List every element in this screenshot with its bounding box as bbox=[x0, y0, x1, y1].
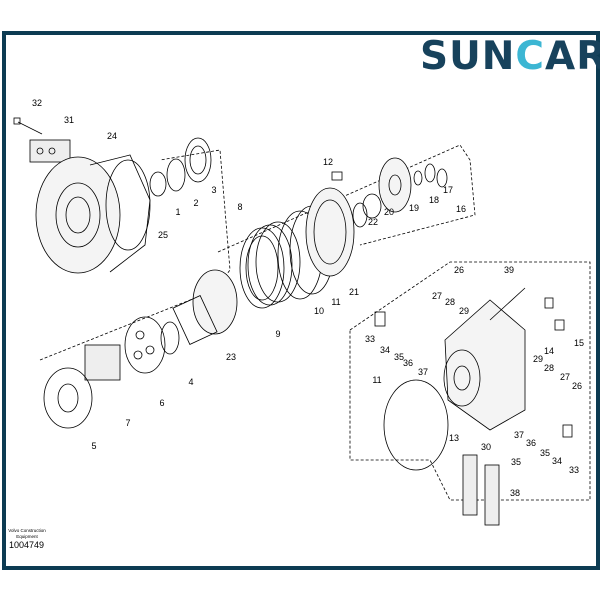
housing-part bbox=[35, 154, 151, 274]
part-label-35: 35 bbox=[394, 352, 404, 362]
bolt-part bbox=[13, 117, 43, 135]
part-label-24: 24 bbox=[107, 131, 117, 141]
part-label-15: 15 bbox=[574, 338, 584, 348]
part-label-23: 23 bbox=[226, 352, 236, 362]
source-line: Equipment bbox=[16, 534, 38, 539]
part-label-7: 7 bbox=[125, 418, 130, 428]
part-label-32: 32 bbox=[32, 98, 42, 108]
part-label-29: 29 bbox=[459, 306, 469, 316]
friction-plates-part bbox=[239, 221, 301, 309]
part-label-27: 27 bbox=[432, 291, 442, 301]
logo-c: C bbox=[515, 34, 546, 79]
plunger-38-part bbox=[462, 454, 500, 526]
cover-part bbox=[443, 299, 526, 431]
part-label-22: 22 bbox=[368, 217, 378, 227]
part-label-25: 25 bbox=[158, 230, 168, 240]
bolt-39-part bbox=[489, 287, 526, 321]
part-label-14: 14 bbox=[544, 346, 554, 356]
part-label-13: 13 bbox=[449, 433, 459, 443]
sleeve-20-part bbox=[362, 193, 382, 219]
part-label-11: 11 bbox=[331, 297, 340, 307]
group-outline-right bbox=[349, 261, 591, 501]
cylinder-block-part bbox=[124, 316, 166, 374]
part-label-34: 34 bbox=[552, 456, 562, 466]
part-label-20: 20 bbox=[384, 207, 394, 217]
part-label-5: 5 bbox=[91, 441, 96, 451]
plate-4-part bbox=[160, 321, 180, 355]
part-label-8: 8 bbox=[237, 202, 242, 212]
part-label-33: 33 bbox=[569, 465, 579, 475]
pistons-part bbox=[84, 344, 121, 381]
part-label-19: 19 bbox=[409, 203, 419, 213]
part-label-28: 28 bbox=[445, 297, 455, 307]
spring-part bbox=[331, 171, 343, 181]
shaft-gear-part bbox=[172, 269, 238, 345]
part-label-10: 10 bbox=[314, 306, 324, 316]
swash-plate-part bbox=[43, 367, 93, 429]
sleeve-part bbox=[149, 171, 167, 197]
part-label-35: 35 bbox=[540, 448, 550, 458]
valve-plate-part bbox=[378, 157, 412, 213]
part-label-33: 33 bbox=[365, 334, 375, 344]
part-label-26: 26 bbox=[572, 381, 582, 391]
part-label-28: 28 bbox=[544, 363, 554, 373]
part-number: 1004749 bbox=[9, 540, 45, 550]
plugs-part bbox=[374, 297, 573, 438]
part-label-29: 29 bbox=[533, 354, 543, 364]
part-label-2: 2 bbox=[193, 198, 198, 208]
part-label-30: 30 bbox=[481, 442, 491, 452]
logo-text: SUN bbox=[420, 34, 516, 79]
part-label-26: 26 bbox=[454, 265, 464, 275]
part-label-1: 1 bbox=[175, 207, 180, 217]
ring-part bbox=[166, 158, 186, 192]
frame-border bbox=[2, 31, 600, 570]
piston-part bbox=[305, 187, 355, 277]
o-ring-17-part bbox=[424, 163, 436, 183]
suncar-logo: SUNCAR bbox=[420, 34, 600, 79]
part-label-16: 16 bbox=[456, 204, 466, 214]
part-label-11: 11 bbox=[372, 375, 381, 385]
logo-text: AR bbox=[545, 34, 600, 79]
part-label-38: 38 bbox=[510, 488, 520, 498]
part-label-12: 12 bbox=[323, 157, 333, 167]
o-ring-16-part bbox=[436, 168, 448, 188]
part-label-35: 35 bbox=[511, 457, 521, 467]
bearing-part bbox=[184, 137, 212, 183]
part-label-36: 36 bbox=[526, 438, 536, 448]
part-label-21: 21 bbox=[349, 287, 359, 297]
group-outline-left bbox=[39, 149, 231, 361]
part-label-17: 17 bbox=[443, 185, 453, 195]
valve-block-part bbox=[29, 139, 71, 163]
part-label-31: 31 bbox=[64, 115, 74, 125]
part-label-39: 39 bbox=[504, 265, 514, 275]
part-label-3: 3 bbox=[211, 185, 216, 195]
part-label-18: 18 bbox=[429, 195, 439, 205]
part-label-37: 37 bbox=[418, 367, 428, 377]
part-label-37: 37 bbox=[514, 430, 524, 440]
source-line: Volvo Construction bbox=[8, 528, 46, 533]
snap-ring-part bbox=[352, 202, 368, 228]
part-label-27: 27 bbox=[560, 372, 570, 382]
pin-part bbox=[413, 170, 423, 186]
o-ring-11-part bbox=[383, 379, 449, 471]
part-label-6: 6 bbox=[159, 398, 164, 408]
part-label-36: 36 bbox=[403, 358, 413, 368]
part-label-4: 4 bbox=[188, 377, 193, 387]
part-label-34: 34 bbox=[380, 345, 390, 355]
part-label-9: 9 bbox=[275, 329, 280, 339]
